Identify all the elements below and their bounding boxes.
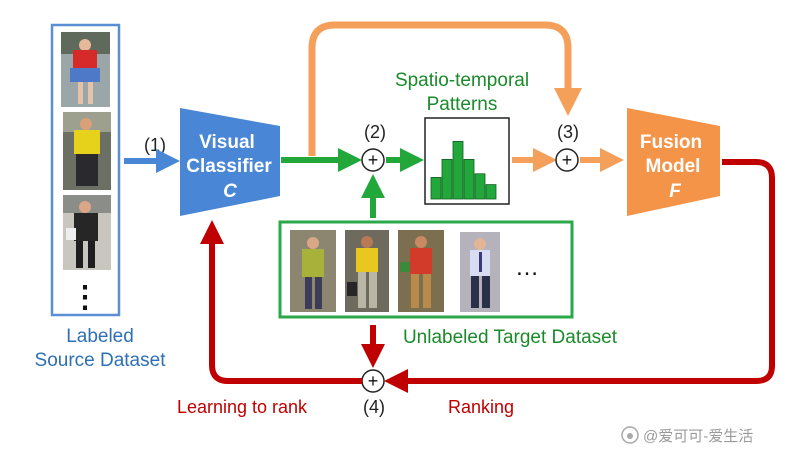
target-person-photo-4 xyxy=(460,232,500,312)
source-person-photo-3 xyxy=(63,195,111,270)
target-person-photo-2 xyxy=(345,230,389,312)
histogram-bar xyxy=(485,184,497,200)
source-person-photo-2 xyxy=(63,112,111,190)
classifier-to-fusion-bypass-arrow xyxy=(308,21,582,156)
combine-node-4: + xyxy=(361,369,385,393)
watermark: @爱可可-爱生活 xyxy=(621,426,753,445)
learning-to-rank-arrow xyxy=(200,220,362,384)
fusion-model-title-1: Fusion xyxy=(640,132,702,153)
learning-to-rank-label: Learning to rank xyxy=(177,397,308,417)
combine-node-2: + xyxy=(361,148,385,172)
fusion-model-box: Fusion Model F xyxy=(627,108,720,216)
source-label-line2: Source Dataset xyxy=(35,350,167,371)
target-label: Unlabeled Target Dataset xyxy=(403,327,618,348)
histogram-bar xyxy=(474,173,486,200)
target-ellipsis: … xyxy=(515,254,539,281)
histogram-bar xyxy=(430,176,442,200)
ranking-arrow xyxy=(384,159,775,393)
target-person-photo-1 xyxy=(290,230,336,312)
step-1-label: (1) xyxy=(144,135,166,155)
plus-icon: + xyxy=(368,150,379,170)
plus-icon: + xyxy=(368,371,379,391)
visual-classifier-title-1: Visual xyxy=(199,132,255,153)
patterns-histogram xyxy=(424,117,510,205)
combine-node-3: + xyxy=(555,148,579,172)
histogram-bar xyxy=(463,158,475,200)
histogram-bar xyxy=(441,158,453,200)
patterns-label-line2: Patterns xyxy=(427,94,498,115)
source-person-photo-1 xyxy=(61,32,110,107)
patterns-label-line1: Spatio-temporal xyxy=(395,70,529,91)
fusion-model-symbol: F xyxy=(669,181,682,202)
target-dataset-panel: … xyxy=(278,220,574,319)
step-2-label: (2) xyxy=(364,122,386,142)
visual-classifier-symbol: C xyxy=(223,181,237,202)
step-3-label: (3) xyxy=(557,122,579,142)
source-dataset-panel: ⋮ xyxy=(50,23,121,317)
target-person-photo-3 xyxy=(398,230,444,312)
plus-icon: + xyxy=(562,150,573,170)
source-label-line1: Labeled xyxy=(66,326,134,347)
ranking-label: Ranking xyxy=(448,397,514,417)
weibo-icon xyxy=(621,426,639,444)
visual-classifier-box: Visual Classifier C xyxy=(180,108,280,216)
step-4-label: (4) xyxy=(363,397,385,417)
fusion-model-title-2: Model xyxy=(646,156,701,177)
source-ellipsis: ⋮ xyxy=(70,281,100,314)
visual-classifier-title-2: Classifier xyxy=(186,156,272,177)
watermark-text: @爱可可-爱生活 xyxy=(643,428,753,445)
histogram-bar xyxy=(452,140,464,200)
